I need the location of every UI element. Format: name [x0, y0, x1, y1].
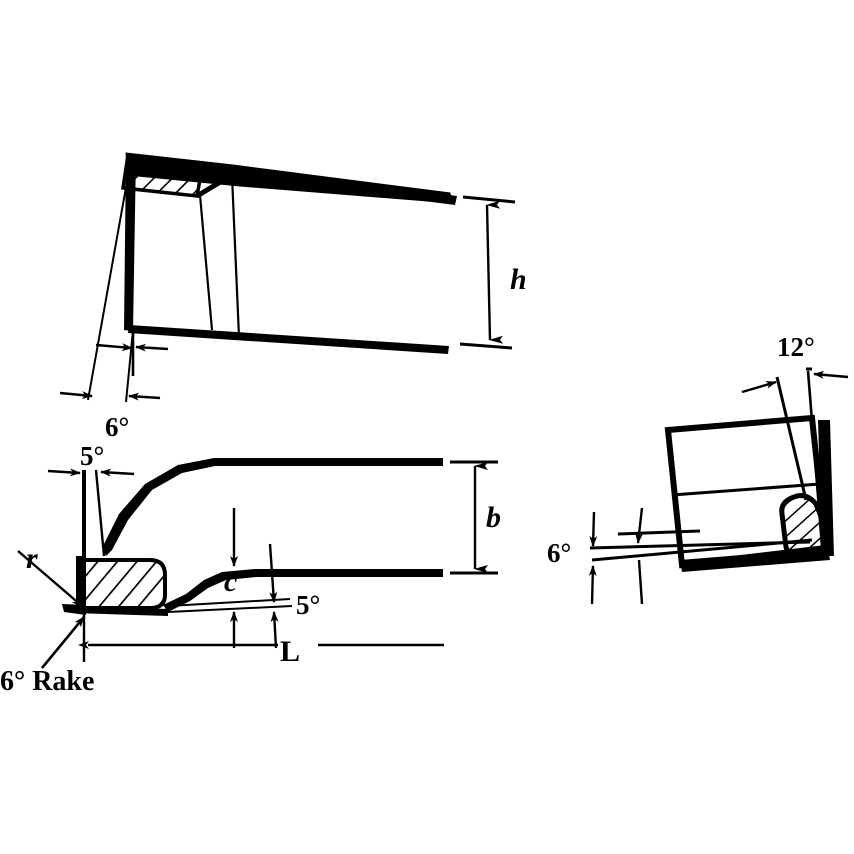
- dimension-label-c: c: [224, 565, 238, 598]
- dimension-label-r: r: [26, 542, 38, 575]
- insert-bottom-edge-plan: [74, 606, 168, 616]
- end-angle6-tick-upper: [589, 511, 598, 547]
- dimension-label-h: h: [510, 263, 527, 296]
- side-elevation-view: [59, 152, 516, 403]
- angle-label-5-plan-side: 5°: [296, 590, 321, 620]
- tip-flank-line-2: [230, 175, 241, 338]
- tip-flank-line-1: [198, 194, 214, 331]
- shank-left-edge: [124, 153, 136, 331]
- plan-view: [17, 458, 498, 669]
- plan-top-profile: [102, 458, 443, 556]
- plan-angle5-tick-right: [100, 468, 135, 477]
- nose-radius-leader: [17, 550, 83, 607]
- end-angle6-tick-lower: [588, 565, 597, 605]
- plan-angle5-tick-left: [47, 468, 81, 477]
- rake-angle-note: 6° Rake: [0, 666, 95, 697]
- top-leader-line: [206, 171, 317, 186]
- angle-label-12-end: 12°: [777, 332, 815, 362]
- side-clearance-wedge-lower: [167, 605, 293, 613]
- end-shank-division-line: [671, 482, 821, 497]
- end-view: [588, 367, 849, 605]
- angle6-tick-lower-right: [128, 392, 161, 401]
- angle6-tick-lower-left: [59, 391, 93, 400]
- angle12-tick-right: [813, 370, 849, 379]
- end-angle6-line-bottom: [591, 538, 813, 562]
- angle-label-5-plan-front: 5°: [80, 441, 105, 471]
- plan-bottom-profile: [163, 569, 443, 612]
- cutting-nose-point: [62, 604, 86, 615]
- insert-seat-line: [195, 172, 234, 199]
- end-tool-right-edge: [818, 420, 834, 556]
- angle6-tick-upper-left: [95, 343, 133, 352]
- shank-top-edge: [230, 166, 457, 205]
- end-angle6-tick-mid-upper: [635, 507, 644, 544]
- angle-label-6-end: 6°: [547, 538, 572, 568]
- c-dim-tick-bottom-2: [270, 611, 279, 649]
- carbide-insert-side: [120, 153, 206, 198]
- angle12-tick-left: [741, 380, 777, 394]
- end-tool-bottom-edge: [680, 548, 830, 572]
- dimension-label-b: b: [486, 501, 501, 534]
- h-dimension-line: [485, 200, 504, 344]
- dimension-label-L: L: [280, 635, 301, 668]
- end-angle6-ext: [617, 529, 701, 536]
- rake-leader: [40, 616, 86, 669]
- angle12-ref-line-slanted: [775, 376, 808, 501]
- h-extension-top: [462, 195, 516, 204]
- angle12-ref-line-vertical: [806, 370, 824, 547]
- angle-ref-line-a: [87, 175, 129, 401]
- end-angle6-tick-mid-lower: [637, 559, 644, 605]
- angle6-tick-upper-right: [135, 343, 169, 352]
- carbide-insert-plan: [76, 558, 167, 610]
- c-dim-tick-top-2: [268, 543, 278, 603]
- top-leader-line-2: [205, 165, 232, 172]
- h-extension-bottom: [459, 342, 513, 350]
- plan-angle5-ref-line: [94, 469, 106, 557]
- shank-bottom-edge: [128, 325, 449, 354]
- angle-label-6-top: 6°: [105, 412, 130, 442]
